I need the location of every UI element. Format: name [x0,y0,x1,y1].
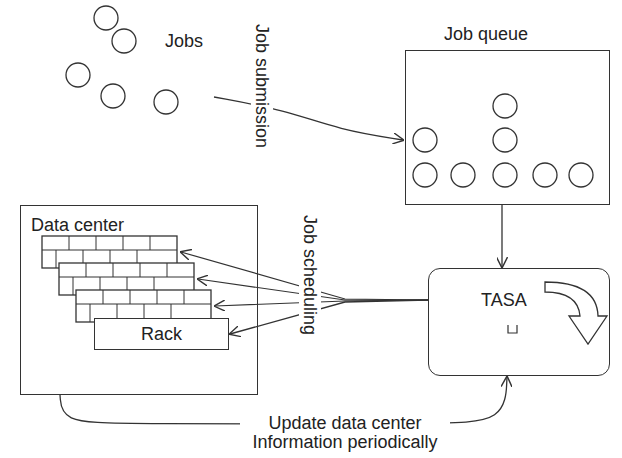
job-circle [413,163,437,187]
bracket-mark [508,325,517,333]
rack-divider [157,290,158,304]
rack-divider [167,263,168,277]
edge-label: Update data center Information periodica… [240,414,450,452]
rack-divider [86,263,87,277]
rack-divider [73,277,74,295]
flow-arrow [214,97,403,140]
rack-divider [69,236,70,250]
job-circle [413,128,437,152]
cycle-arrow [545,282,607,344]
rack-divider [150,236,151,250]
flow-arrow [230,300,428,334]
job-circle [493,163,517,187]
node-label: Rack [141,323,182,345]
job-circle [154,90,178,114]
node-label: Data center [31,214,124,236]
job-circle [569,163,593,187]
queued-job-circles [413,94,593,187]
rack-divider [184,290,185,304]
rack-divider [140,263,141,277]
rack-divider [123,236,124,250]
node-label: Jobs [165,30,203,52]
rack-divider [96,236,97,250]
job-circle [493,94,517,118]
rack-divider [103,290,104,304]
edge-label: Job submission [251,21,273,151]
job-circles [66,6,178,114]
job-circle [493,128,517,152]
job-circle [112,29,136,53]
node-label: Job queue [444,23,528,45]
job-circle [66,63,90,87]
flow-arrow [501,205,502,267]
job-circle [94,6,118,30]
datacenter-box: Data centerRack [20,205,258,395]
rack-divider [113,263,114,277]
scheduler-box: TASA [428,268,610,376]
rack-divider [90,304,91,322]
job-circle [451,163,475,187]
job-circle [533,163,557,187]
node-label: TASA [481,289,527,311]
job-circle [101,84,125,108]
rack-divider [130,290,131,304]
queue-box: Job queue [405,50,610,205]
back-racks [42,236,211,322]
edge-label: Job scheduling [299,212,321,338]
rack-box: Rack [94,318,229,350]
job-group: Jobs [62,4,214,116]
rack-divider [56,250,57,268]
